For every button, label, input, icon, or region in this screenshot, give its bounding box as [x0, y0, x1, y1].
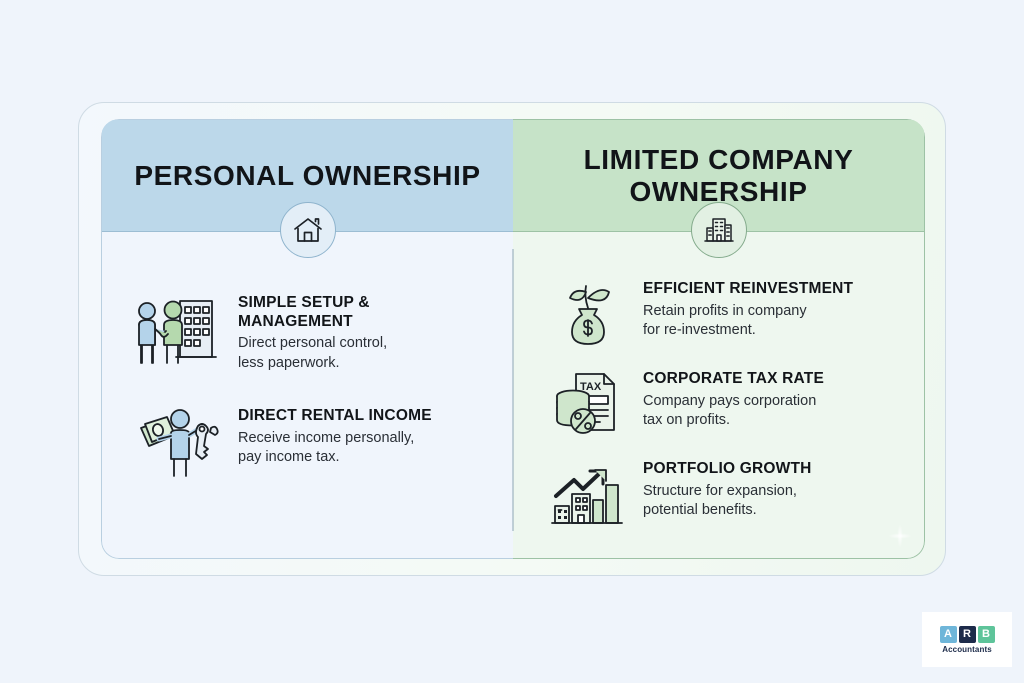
limited-company-ownership-panel: LIMITED COMPANY OWNERSHIP [513, 119, 925, 559]
list-item-title: CORPORATE TAX RATE [643, 370, 824, 387]
logo-letter-r: R [958, 625, 976, 643]
list-item: TAX [549, 366, 898, 442]
list-item-title: SIMPLE SETUP & MANAGEMENT [238, 294, 370, 330]
list-item: DIRECT RENTAL INCOME Receive income pers… [132, 401, 487, 483]
list-item-title: DIRECT RENTAL INCOME [238, 407, 432, 425]
house-icon [279, 202, 336, 258]
logo-letter-a: A [939, 625, 957, 643]
handshake-building-icon [132, 288, 220, 370]
office-building-icon [690, 202, 747, 258]
list-item-text: SIMPLE SETUP & MANAGEMENT Direct persona… [238, 288, 487, 373]
list-item-title: PORTFOLIO GROWTH [643, 460, 812, 477]
list-item-desc: Direct personal control, less paperwork. [238, 335, 388, 371]
personal-ownership-items: SIMPLE SETUP & MANAGEMENT Direct persona… [102, 232, 513, 483]
list-item-desc: Company pays corporation tax on profits. [643, 392, 817, 429]
logo-letter-b: B [977, 625, 995, 643]
personal-ownership-panel: PERSONAL OWNERSHIP [101, 119, 513, 559]
list-item-desc: Retain profits in company for re-investm… [643, 302, 807, 339]
logo-wordmark: Accountants [942, 644, 992, 654]
limited-company-ownership-title: LIMITED COMPANY OWNERSHIP [583, 144, 854, 207]
logo-letters: A R B [939, 625, 995, 643]
list-item-text: PORTFOLIO GROWTH Structure for expansion… [643, 456, 812, 521]
infographic-card: PERSONAL OWNERSHIP [78, 102, 946, 576]
list-item: SIMPLE SETUP & MANAGEMENT Direct persona… [132, 288, 487, 373]
arb-accountants-logo: A R B Accountants [922, 612, 1012, 667]
money-bag-plant-icon [549, 276, 627, 352]
limited-company-ownership-items: EFFICIENT REINVESTMENT Retain profits in… [513, 232, 924, 532]
person-money-keys-icon [132, 401, 220, 483]
list-item: PORTFOLIO GROWTH Structure for expansion… [549, 456, 898, 532]
tax-document-coins-icon: TAX [549, 366, 627, 442]
list-item: EFFICIENT REINVESTMENT Retain profits in… [549, 276, 898, 352]
list-item-text: EFFICIENT REINVESTMENT Retain profits in… [643, 276, 853, 341]
list-item-text: DIRECT RENTAL INCOME Receive income pers… [238, 401, 432, 468]
list-item-desc: Structure for expansion, potential benef… [643, 482, 797, 519]
panel-divider [512, 249, 514, 531]
list-item-title: EFFICIENT REINVESTMENT [643, 280, 854, 297]
list-item-text: CORPORATE TAX RATE Company pays corporat… [643, 366, 824, 431]
list-item-desc: Receive income personally, pay income ta… [238, 429, 415, 466]
comparison-container: PERSONAL OWNERSHIP [101, 119, 925, 559]
personal-ownership-title: PERSONAL OWNERSHIP [134, 159, 481, 191]
growth-chart-buildings-icon [549, 456, 627, 532]
svg-text:TAX: TAX [580, 381, 602, 393]
